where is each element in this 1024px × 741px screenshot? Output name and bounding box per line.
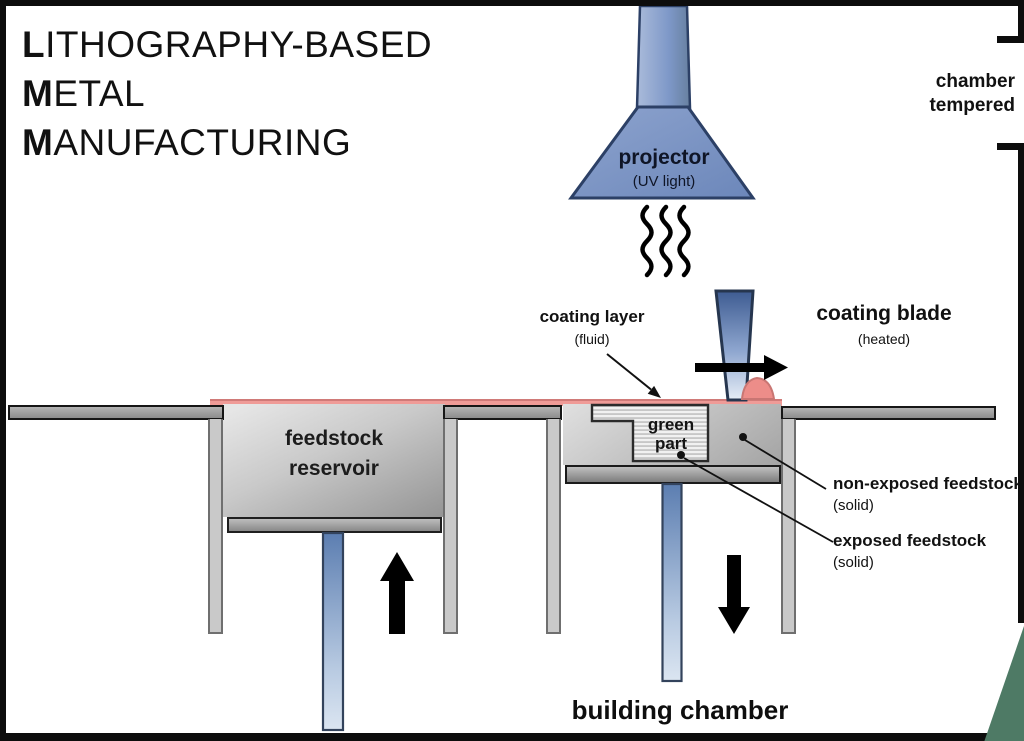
build-platform [565,465,781,484]
green-part-label: green part [647,415,695,453]
title-line-2: METAL [22,73,146,114]
uv-rays-icon [640,204,691,278]
fluid-blob [740,376,776,400]
corner-accent-triangle [984,626,1024,741]
reservoir-piston-rod [321,531,345,732]
frame-border-top [0,0,1024,6]
coating-layer-label: coating layer (fluid) [539,307,645,347]
projector-label: projector (UV light) [588,146,740,190]
piston-up-arrow [380,552,414,634]
page-title: LITHOGRAPHY-BASED METAL MANUFACTURING [22,20,432,167]
non-exposed-feedstock-label: non-exposed feedstock (solid) [833,474,1023,514]
title-line-1: LITHOGRAPHY-BASED [22,24,433,65]
frame-border-bottom [0,733,1012,741]
chamber-wall-tick-upper [997,36,1024,43]
feedstock-reservoir: feedstock reservoir [223,404,445,517]
building-chamber-label: building chamber [571,695,789,725]
projector-name: projector [618,146,710,169]
exposed-feedstock-label: exposed feedstock (solid) [833,531,987,571]
coating-blade-label: coating blade (heated) [816,302,952,347]
chamber-wall-tick-lower [997,143,1024,150]
table-surface-left [8,405,224,420]
reservoir-piston-plate [227,517,442,533]
coating-blade [714,289,755,402]
uv-light-label: (UV light) [632,173,696,190]
projector-stem [635,4,692,110]
table-leg-reservoir-left [208,419,223,634]
blade-motion-arrow [695,355,788,380]
frame-border-left [0,0,6,741]
chamber-wall-right-upper [1018,0,1024,43]
table-surface-right [781,406,996,420]
table-leg-chamber-right [781,419,796,634]
chamber-wall-right-lower [1018,143,1024,623]
build-piston-rod [661,482,683,683]
feedstock-reservoir-label: feedstock reservoir [284,427,384,480]
title-line-3: MANUFACTURING [22,122,352,163]
chamber-tempered-label: chamber tempered [929,71,1015,116]
coating-layer-arrow [606,353,661,398]
table-surface-middle [443,405,562,420]
piston-down-arrow [718,555,750,634]
table-leg-reservoir-right [443,419,458,634]
table-leg-chamber-left [546,419,561,634]
coating-layer-fluid-film [210,399,782,406]
